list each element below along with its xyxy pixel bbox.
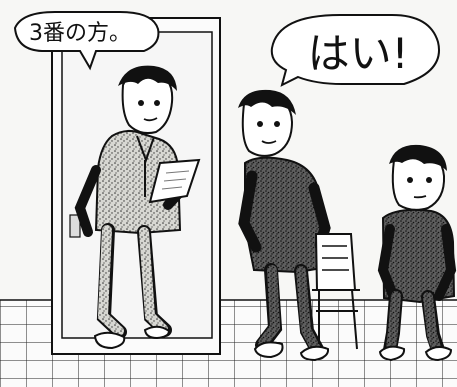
speech-bubble-left <box>13 11 160 71</box>
teacher <box>74 65 201 350</box>
chair <box>312 233 360 350</box>
student-seated <box>377 144 457 362</box>
speech-bubble-right <box>270 14 440 87</box>
student-standing <box>238 89 331 362</box>
